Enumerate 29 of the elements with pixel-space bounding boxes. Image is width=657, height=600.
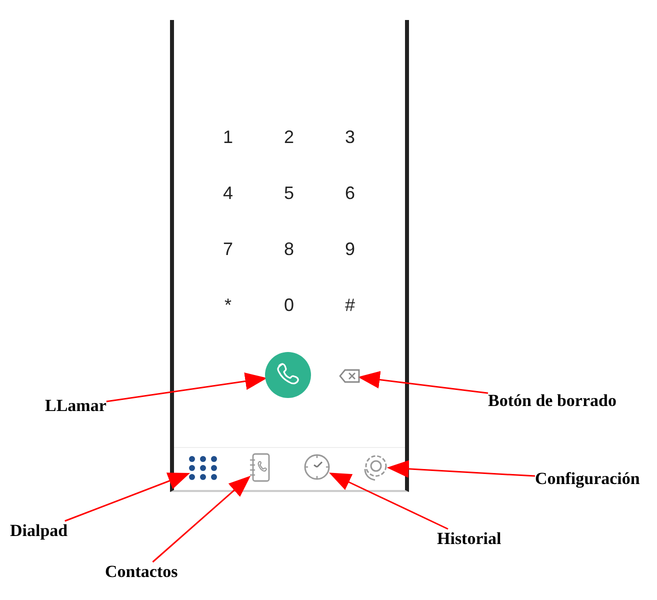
keypad-digit: 8 <box>282 238 295 260</box>
keypad-digit: 6 <box>344 182 356 204</box>
backspace-icon <box>339 369 360 383</box>
keypad-digit: * <box>223 294 232 316</box>
leader-arrow <box>386 460 536 478</box>
history-icon <box>303 453 331 481</box>
dialpad-icon <box>188 455 218 481</box>
contacts-icon <box>249 453 271 482</box>
callout-label: Historial <box>437 529 502 549</box>
callout-label: Configuración <box>535 469 640 489</box>
call-button <box>265 352 311 398</box>
keypad-digit: 9 <box>344 238 356 260</box>
leader-arrow <box>152 476 251 563</box>
keypad-digit: 0 <box>282 294 295 316</box>
keypad-digit: # <box>344 294 356 316</box>
keypad-digit: 5 <box>282 182 295 204</box>
keypad-digit: 3 <box>344 126 356 148</box>
callout-label: Dialpad <box>10 521 68 541</box>
callout-label: Contactos <box>105 562 178 582</box>
leader-arrow <box>358 370 488 394</box>
leader-arrow <box>106 372 268 402</box>
keypad-digit: 7 <box>222 238 234 260</box>
keypad-digit: 2 <box>282 126 295 148</box>
keypad-digit: 1 <box>222 126 234 148</box>
leader-arrow <box>64 472 190 522</box>
callout-label: Botón de borrado <box>488 391 616 411</box>
callout-label: LLamar <box>45 396 106 416</box>
leader-arrow <box>329 472 448 530</box>
keypad-digit: 4 <box>222 182 234 204</box>
